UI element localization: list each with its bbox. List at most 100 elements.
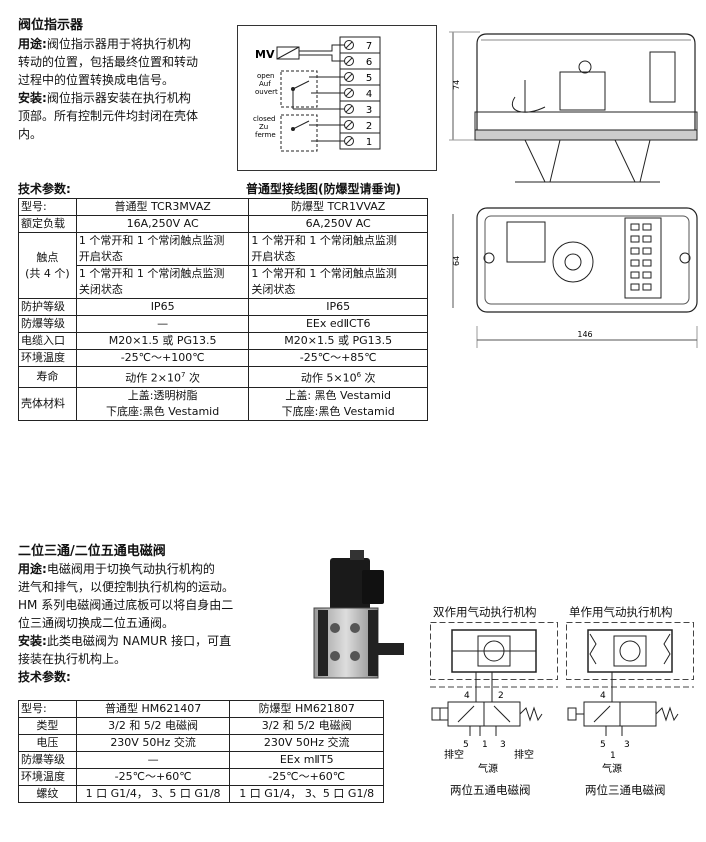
install-line-3: 内。 [18, 127, 43, 141]
table-row: 类型 3/2 和 5/2 电磁阀 3/2 和 5/2 电磁阀 [18, 717, 384, 735]
terminal-4: 4 [366, 89, 372, 100]
cell-line: 1 个常开和 1 个常闭触点监测 [78, 234, 225, 247]
closed-label-de: Zu [259, 123, 268, 131]
double-acting-diagram: 4 2 5 1 3 排空 排空 气源 [430, 622, 558, 775]
wiring-diagram: 7 6 5 4 3 2 1 MV open Auf ouvert closed … [237, 25, 437, 171]
cell-line: 1 个常开和 1 个常闭触点监测 [251, 234, 397, 247]
indicator-top-view-drawing: 64 146 [452, 207, 698, 348]
five-way-caption: 两位五通电磁阀 [450, 783, 531, 797]
usage-label: 用途: [18, 37, 47, 51]
cell-line: 上盖: 黑色 Vestamid [285, 388, 392, 402]
usage2-line-2: 进气和排气，以便控制执行机构的运动。 [18, 580, 235, 594]
table-cell: 防爆型 TCR1VVAZ [248, 198, 428, 216]
table-cell: -25℃～+60℃ [75, 768, 231, 786]
install-label-2: 安装: [18, 634, 47, 648]
table-cell: 防爆等级 [18, 751, 77, 769]
table-row: 型号: 普通型 HM621407 防爆型 HM621807 [18, 700, 384, 718]
port-3-left: 3 [500, 740, 506, 750]
table-cell: 1 个常开和 1 个常闭触点监测 关闭状态 [75, 265, 250, 299]
terminal-1: 1 [366, 137, 372, 148]
table-row: 寿命 动作 2×107 次 动作 5×106 次 [18, 366, 428, 388]
table-row: 螺纹 1 口 G1/4， 3、5 口 G1/8 1 口 G1/4， 3、5 口 … [18, 785, 384, 803]
table-cell: 环境温度 [18, 768, 77, 786]
dim-height: 74 [452, 80, 461, 90]
table-cell: 6A,250V AC [248, 215, 428, 233]
port-2-left: 2 [498, 691, 504, 701]
table-row: 电缆入口 M20×1.5 或 PG13.5 M20×1.5 或 PG13.5 [18, 332, 428, 350]
table-row: 型号: 普通型 TCR3MVAZ 防爆型 TCR1VVAZ [18, 198, 428, 216]
usage2-line-3: HM 系列电磁阀通过底板可以将自身由二 [18, 598, 234, 612]
cell-line: 上盖:透明树脂 [127, 388, 198, 402]
table-row: 环境温度 -25℃～+60℃ -25℃～+60℃ [18, 768, 384, 786]
usage2-line-4: 位三通阀切换成二位五通阀。 [18, 616, 175, 630]
table-cell: 动作 5×106 次 [248, 366, 428, 388]
section2-spec-label: 技术参数: [18, 670, 71, 684]
port-1-left: 1 [482, 740, 488, 750]
table-cell: — [75, 751, 231, 769]
install-line-2: 顶部。所有控制元件均封闭在壳体 [18, 109, 199, 123]
closed-label-fr: ferme [255, 131, 276, 139]
install-line-1: 阀位指示器安装在执行机构 [46, 91, 191, 105]
solenoid-valve-image [313, 550, 404, 679]
table-cell: 电压 [18, 734, 77, 752]
dim-width: 146 [577, 330, 592, 339]
port-3-right: 3 [624, 740, 630, 750]
table-cell: 16A,250V AC [75, 215, 250, 233]
table-cell: 230V 50Hz 交流 [229, 734, 384, 752]
table-cell: — [75, 315, 250, 333]
wiring-caption: 普通型接线图(防爆型请垂询) [246, 182, 401, 196]
cell-line: 开启状态 [251, 250, 296, 263]
table-cell: 型号: [18, 700, 77, 718]
table-row: 1 个常开和 1 个常闭触点监测 关闭状态 1 个常开和 1 个常闭触点监测 关… [19, 265, 428, 299]
life-std-base: 动作 2×10 [125, 371, 181, 385]
single-acting-diagram: 4 5 3 1 气源 [566, 622, 694, 775]
open-label-en: open [257, 72, 274, 80]
table-cell: 上盖: 黑色 Vestamid 下底座:黑色 Vestamid [248, 386, 428, 421]
table-cell: 防爆等级 [18, 315, 77, 333]
table-cell: 230V 50Hz 交流 [75, 734, 231, 752]
install-label: 安装: [18, 91, 47, 105]
usage-line-2: 转动的位置，包括最终位置和转动 [18, 55, 199, 69]
table-cell: 1 个常开和 1 个常闭触点监测 开启状态 [75, 232, 250, 266]
indicator-side-view-drawing: 74 [449, 31, 698, 183]
table-cell: IP65 [75, 298, 250, 316]
air-source-right: 气源 [602, 762, 622, 775]
port-5-left: 5 [463, 740, 469, 750]
terminal-2: 2 [366, 121, 372, 132]
exhaust-left-2: 排空 [514, 748, 534, 761]
terminal-6: 6 [366, 57, 372, 68]
contact-label-line-2: (共 4 个) [25, 266, 70, 280]
table-cell: 普通型 TCR3MVAZ [75, 198, 250, 216]
section1-spec-label: 技术参数: [18, 182, 71, 196]
install2-line-2: 接装在执行机构上。 [18, 652, 127, 666]
table-cell: 防护等级 [18, 298, 77, 316]
table-cell: 螺纹 [18, 785, 77, 803]
cell-line: 下底座:黑色 Vestamid [106, 404, 220, 418]
cell-line: 下底座:黑色 Vestamid [281, 404, 395, 418]
life-ex-base: 动作 5×10 [300, 371, 357, 385]
table-cell: 3/2 和 5/2 电磁阀 [229, 717, 384, 735]
cell-line: 关闭状态 [251, 283, 296, 296]
table-cell: 1 个常开和 1 个常闭触点监测 开启状态 [248, 232, 428, 266]
table-cell: -25℃～+60℃ [229, 768, 384, 786]
table-cell: IP65 [248, 298, 428, 316]
table-cell: 1 口 G1/4， 3、5 口 G1/8 [75, 785, 231, 803]
three-way-caption: 两位三通电磁阀 [585, 783, 666, 797]
contact-label-cell: 触点 (共 4 个) [18, 232, 77, 299]
table-cell: 1 口 G1/4， 3、5 口 G1/8 [229, 785, 384, 803]
life-ex-unit: 次 [361, 371, 376, 385]
port-4-left: 4 [464, 691, 470, 701]
single-acting-title: 单作用气动执行机构 [569, 605, 673, 619]
table-cell: EEx edⅡCT6 [248, 315, 428, 333]
table-cell: 普通型 HM621407 [75, 700, 231, 718]
terminal-7: 7 [366, 41, 372, 52]
life-std-exp: 7 [181, 371, 186, 379]
table-row: 防爆等级 — EEx edⅡCT6 [18, 315, 428, 333]
table-row: 触点 (共 4 个) 1 个常开和 1 个常闭触点监测 开启状态 1 个常开和 … [18, 232, 428, 299]
table-cell: 动作 2×107 次 [75, 366, 250, 388]
table-cell: 3/2 和 5/2 电磁阀 [75, 717, 231, 735]
usage-line-3: 过程中的位置转换成电信号。 [18, 73, 175, 87]
section1-title: 阀位指示器 [18, 18, 84, 33]
table-cell: 类型 [18, 717, 77, 735]
table-cell: 型号: [18, 198, 77, 216]
